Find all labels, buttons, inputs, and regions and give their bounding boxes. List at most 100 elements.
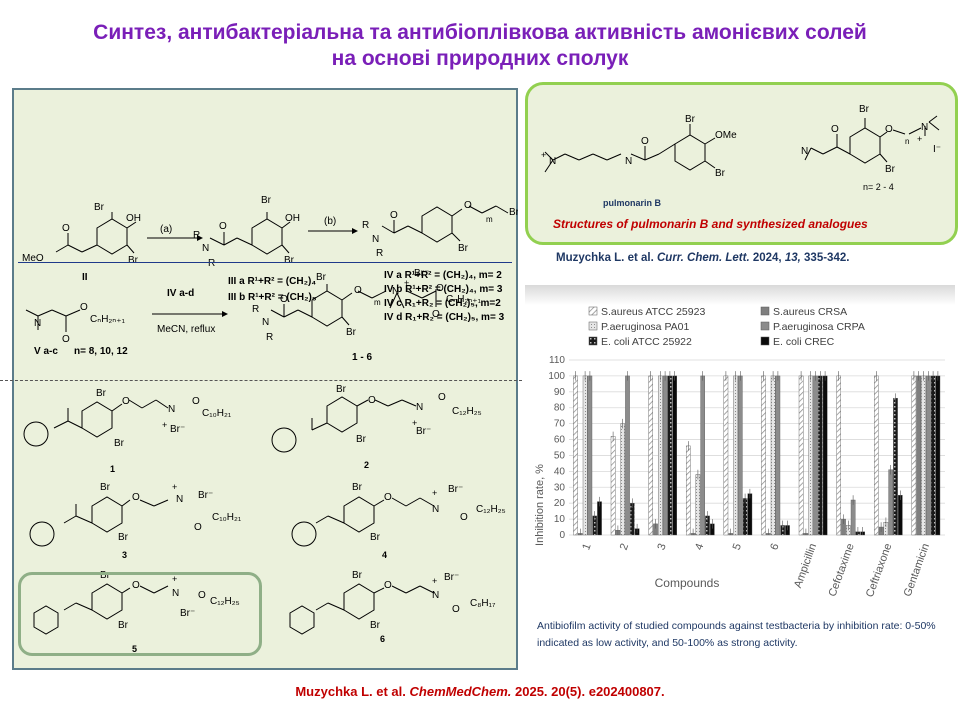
bar [898,495,903,536]
legend-label: S.aureus CRSA [773,306,847,318]
bar [836,375,842,536]
svg-text:+: + [172,574,177,584]
svg-text:n= 8, 10, 12: n= 8, 10, 12 [74,346,128,357]
svg-text:O: O [219,221,227,232]
svg-text:R: R [362,220,369,231]
svg-text:C₈H₁₇: C₈H₁₇ [470,598,496,609]
svg-text:Br⁻: Br⁻ [414,268,429,279]
bar [742,498,748,536]
svg-text:I⁻: I⁻ [933,144,941,155]
svg-text:(b): (b) [324,216,336,227]
bar [620,423,625,536]
svg-text:3: 3 [122,550,127,560]
compound-5-highlight [18,572,262,656]
svg-text:N: N [262,317,269,328]
svg-text:pulmonarin B: pulmonarin B [603,198,661,208]
bar [625,375,630,536]
bar [648,375,653,536]
svg-text:O: O [464,200,472,211]
y-tick-label: 30 [554,482,566,493]
svg-text:OMe: OMe [715,130,737,141]
y-tick-label: 50 [554,450,566,461]
y-tick-label: 100 [548,371,565,382]
svg-text:O: O [452,604,460,615]
svg-text:OH: OH [126,213,141,224]
x-tick-label: 2 [618,542,631,552]
svg-text:Br⁻: Br⁻ [180,608,195,619]
svg-text:+: + [541,150,546,160]
compound-4 [291,496,435,547]
svg-text:C₁₀H₂₁: C₁₀H₂₁ [202,408,232,419]
svg-text:Br: Br [284,255,295,266]
compound-5 [33,583,169,635]
bar [822,375,828,536]
svg-text:(a): (a) [160,224,172,235]
svg-text:N: N [625,156,632,167]
x-tick-label: Cefotaxime [827,542,857,598]
bar [573,375,578,536]
svg-text:R: R [376,248,383,259]
bar [685,445,691,536]
svg-text:R: R [208,258,215,269]
svg-text:5: 5 [132,644,137,654]
svg-text:IV a R¹+R² = (CH₂)₄, m= 2: IV a R¹+R² = (CH₂)₄, m= 2 [384,270,502,281]
products-general [270,284,437,327]
bar [916,375,922,536]
y-tick-label: 90 [554,387,566,398]
bar [667,375,673,536]
svg-text:C₁₀H₂₁: C₁₀H₂₁ [212,512,242,523]
bar [921,375,926,536]
legend-swatch [588,306,598,316]
svg-text:Br: Br [370,620,381,631]
bar [893,397,898,536]
chart-caption: Antibiofilm activity of studied compound… [537,620,936,649]
bar [775,375,781,536]
compound-V [25,309,81,332]
svg-text:N: N [432,590,439,601]
x-tick-label: Ceftriaxone [864,542,895,599]
svg-text:C₁₂H₂₅: C₁₂H₂₅ [210,596,240,607]
compound-1 [23,399,169,447]
svg-text:O: O [436,283,444,294]
dashed-divider [0,380,522,381]
svg-text:O: O [62,334,70,345]
svg-text:Br⁻: Br⁻ [198,490,213,501]
x-axis-label: Compounds [655,576,720,590]
svg-text:O: O [368,395,376,406]
svg-text:IV d R₁+R₂ = (CH₂)₅, m= 3: IV d R₁+R₂ = (CH₂)₅, m= 3 [384,312,505,323]
bar [818,375,823,536]
svg-text:Br: Br [715,168,726,179]
svg-text:O: O [831,124,839,135]
y-tick-label: 110 [549,355,565,366]
svg-text:Br: Br [100,570,111,581]
svg-text:O: O [641,136,649,147]
synthesis-scheme: Br OH Br O MeO II (a) Br OH Br O N R R I… [22,195,518,654]
legend-label: S.aureus ATCC 25923 [601,306,705,318]
svg-text:m: m [374,298,381,307]
svg-text:N: N [372,234,379,245]
y-tick-label: 40 [554,466,566,477]
legend-label: P.aeruginosa PA01 [601,321,690,333]
svg-text:+: + [404,278,409,288]
svg-text:Br: Br [346,327,357,338]
compound-6 [289,583,435,635]
svg-text:C₁₂H₂₅: C₁₂H₂₅ [476,504,506,515]
bar [798,375,804,536]
svg-text:O: O [384,580,392,591]
compound-2 [271,396,417,453]
svg-text:N: N [416,402,423,413]
legend-swatch [588,336,598,346]
svg-text:N: N [202,243,209,254]
svg-text:Br: Br [509,207,518,218]
svg-text:IV c R₁+R₂ = (CH₂)₅, m=2: IV c R₁+R₂ = (CH₂)₅, m=2 [384,298,501,309]
svg-text:4: 4 [382,550,387,560]
svg-text:Br: Br [356,434,367,445]
bar [733,375,738,536]
svg-text:Br⁻: Br⁻ [444,572,459,583]
svg-text:III b R¹+R² = (CH₂)₅: III b R¹+R² = (CH₂)₅ [228,292,317,303]
svg-text:CₙH₂ₙ₊₁: CₙH₂ₙ₊₁ [90,314,126,325]
svg-text:O: O [192,396,200,407]
svg-text:Br: Br [458,243,469,254]
bar [587,375,593,536]
svg-text:O: O [62,223,70,234]
